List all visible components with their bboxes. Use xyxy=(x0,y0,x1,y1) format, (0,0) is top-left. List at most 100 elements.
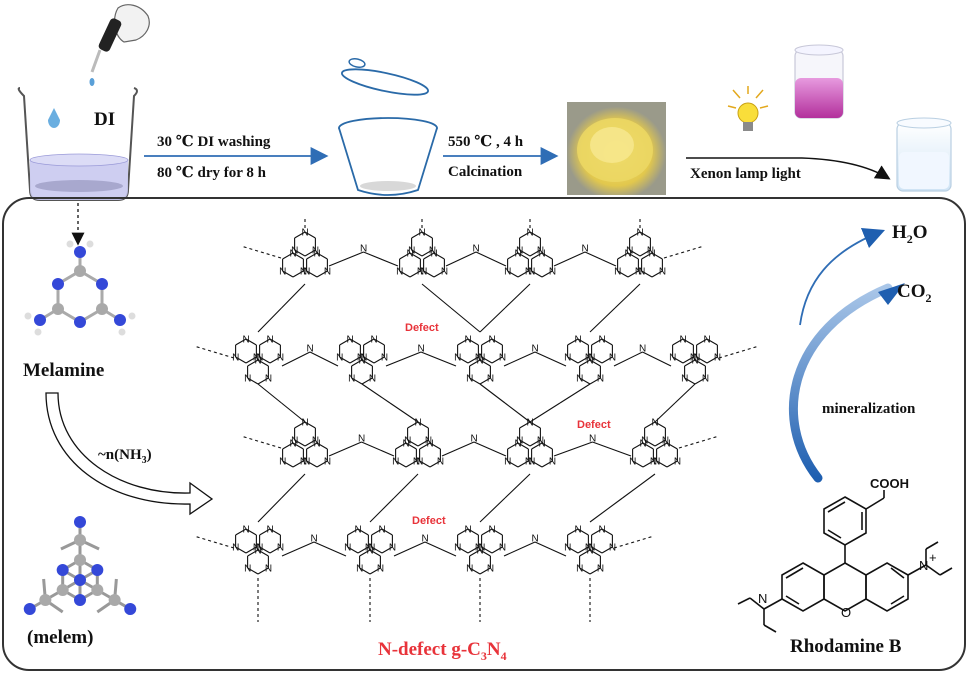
ring-bond xyxy=(706,356,718,364)
nitrogen-atom: N xyxy=(413,457,420,468)
nitrogen-atom: N xyxy=(532,534,539,545)
nitrogen-atom: N xyxy=(408,246,415,257)
ring-bond xyxy=(467,528,479,536)
nitrogen-atom: N xyxy=(625,249,632,260)
ring-bond xyxy=(339,338,351,346)
ring-bond xyxy=(479,567,491,575)
ring-bond xyxy=(247,359,259,367)
ring-bond xyxy=(369,567,381,575)
nitrogen-atom: N xyxy=(344,543,351,554)
nitrogen-atom: N xyxy=(415,418,422,429)
ring-bond xyxy=(694,377,706,385)
ring-bond xyxy=(306,442,318,450)
nitrogen-atom: N xyxy=(478,353,485,364)
ring-bond xyxy=(373,338,385,346)
nitrogen-atom: N xyxy=(549,267,556,278)
h2o-label: H2O xyxy=(892,222,928,246)
nitrogen-atom: N xyxy=(589,434,596,445)
mineralization-label: mineralization xyxy=(822,401,916,417)
ring-bond xyxy=(429,460,441,468)
nitrogen-atom: N xyxy=(312,436,319,447)
ring-bond xyxy=(306,270,318,278)
nitrogen-atom: N xyxy=(404,436,411,447)
nitrogen-atom: N xyxy=(425,436,432,447)
ring-bond xyxy=(409,270,421,278)
bridge-bond xyxy=(479,307,506,333)
ring-bond xyxy=(617,270,629,278)
ring-bond xyxy=(363,356,375,364)
calcination-temp-label: 550 ℃ , 4 h xyxy=(448,134,524,150)
ring-bond xyxy=(357,546,369,554)
bridge-bond xyxy=(361,441,395,457)
melem-atom xyxy=(74,516,86,528)
nitrogen-atom: N xyxy=(525,457,532,468)
nitrogen-atom: N xyxy=(441,267,448,278)
nitrogen-atom: N xyxy=(422,534,429,545)
ring-bond xyxy=(316,442,328,450)
bridge-bond xyxy=(420,351,457,367)
ring-bond xyxy=(373,356,385,364)
rhodamine-label: Rhodamine B xyxy=(790,636,902,657)
nitrogen-atom: N xyxy=(265,374,272,385)
ring-bond xyxy=(407,421,419,429)
nitrogen-atom: N xyxy=(347,335,354,346)
nitrogen-atom: N xyxy=(576,564,583,575)
conversion-arrow xyxy=(45,392,214,516)
ring-bond xyxy=(541,252,553,260)
rhodamine-b-structure xyxy=(737,490,953,633)
nitrogen-atom: N xyxy=(454,543,461,554)
nitrogen-atom: N xyxy=(360,244,367,255)
bridge-bond xyxy=(393,473,419,499)
bridge-bond xyxy=(479,383,506,404)
ring-bond xyxy=(656,460,668,468)
ring-bond xyxy=(423,270,435,278)
nitrogen-atom: N xyxy=(357,353,364,364)
bridge-bond xyxy=(473,441,507,457)
ring-bond xyxy=(479,359,491,367)
ring-bond xyxy=(481,338,493,346)
ring-bond xyxy=(347,528,359,536)
ring-bond xyxy=(589,359,601,367)
ring-bond xyxy=(257,377,269,385)
melem-atom xyxy=(91,584,104,596)
nitrogen-atom: N xyxy=(489,335,496,346)
nitrogen-atom: N xyxy=(499,353,506,364)
bridge-bond xyxy=(393,541,426,557)
clear-vial-icon xyxy=(896,117,952,192)
ring-bond xyxy=(517,442,529,450)
ring-bond xyxy=(457,546,469,554)
nitrogen-atom: N xyxy=(290,439,297,450)
nitrogen-atom: N xyxy=(369,374,376,385)
ring-bond xyxy=(654,439,666,447)
nitrogen-atom: N xyxy=(300,457,307,468)
ring-bond xyxy=(369,549,381,557)
nitrogen-atom: N xyxy=(585,353,592,364)
nitrogen-atom: N xyxy=(659,267,666,278)
nitrogen-atom: N xyxy=(662,436,669,447)
ring-bond xyxy=(519,439,531,447)
nitrogen-atom: N xyxy=(307,344,314,355)
ring-bond xyxy=(411,249,423,257)
ring-bond xyxy=(457,338,469,346)
terminal-bond xyxy=(613,535,655,549)
ring-bond xyxy=(654,421,666,429)
melem-atom xyxy=(91,564,104,576)
ring-bond xyxy=(361,359,373,367)
bridge-bond xyxy=(553,251,586,267)
nitrogen-atom: N xyxy=(471,434,478,445)
ring-bond xyxy=(579,567,591,575)
nitrogen-atom: N xyxy=(478,543,485,554)
ring-bond xyxy=(282,460,294,468)
nitrogen-atom: N xyxy=(419,228,426,239)
nitrogen-atom: N xyxy=(516,436,523,447)
nitrogen-atom: N xyxy=(539,439,546,450)
mineralization-arc xyxy=(788,283,893,483)
nitrogen-atom: N xyxy=(267,525,274,536)
ring-bond xyxy=(672,356,684,364)
nitrogen-atom: N xyxy=(232,543,239,554)
ring-bond xyxy=(507,270,519,278)
terminal-bond xyxy=(718,345,760,359)
nitrogen-atom: N xyxy=(417,267,424,278)
ring-bond xyxy=(469,359,481,367)
